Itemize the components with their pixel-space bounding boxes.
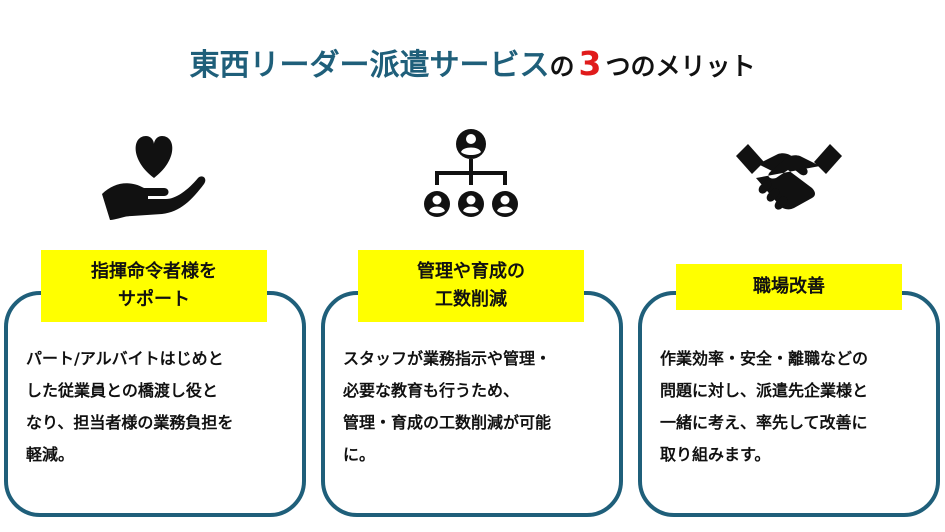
title-number: 3 bbox=[578, 44, 602, 83]
heart-hand-icon bbox=[102, 136, 206, 220]
merit-card-3: 作業効率・安全・離職などの 問題に対し、派遣先企業様と 一緒に考え、率先して改善… bbox=[638, 291, 940, 517]
title-main: 東西リーダー派遣サービス bbox=[189, 48, 550, 83]
title-suffix: つのメリット bbox=[605, 52, 756, 81]
org-chart-icon bbox=[424, 129, 518, 217]
merit-card-3-body: 作業効率・安全・離職などの 問題に対し、派遣先企業様と 一緒に考え、率先して改善… bbox=[660, 349, 869, 464]
title-particle: の bbox=[549, 52, 575, 81]
handshake-icon bbox=[736, 144, 842, 210]
merit-card-2-body: スタッフが業務指示や管理・ 必要な教育も行うため、 管理・育成の工数削減が可能 … bbox=[343, 349, 552, 464]
merit-card-1-body: パート/アルバイトはじめと した従業員との橋渡し役と なり、担当者様の業務負担を… bbox=[26, 349, 234, 464]
merit-card-1-label: 指揮命令者様を サポート bbox=[41, 250, 267, 322]
merit-card-3-label: 職場改善 bbox=[676, 264, 902, 310]
merit-card-2: スタッフが業務指示や管理・ 必要な教育も行うため、 管理・育成の工数削減が可能 … bbox=[321, 291, 623, 517]
merit-card-2-label: 管理や育成の 工数削減 bbox=[358, 250, 584, 322]
merit-card-1: パート/アルバイトはじめと した従業員との橋渡し役と なり、担当者様の業務負担を… bbox=[4, 291, 306, 517]
